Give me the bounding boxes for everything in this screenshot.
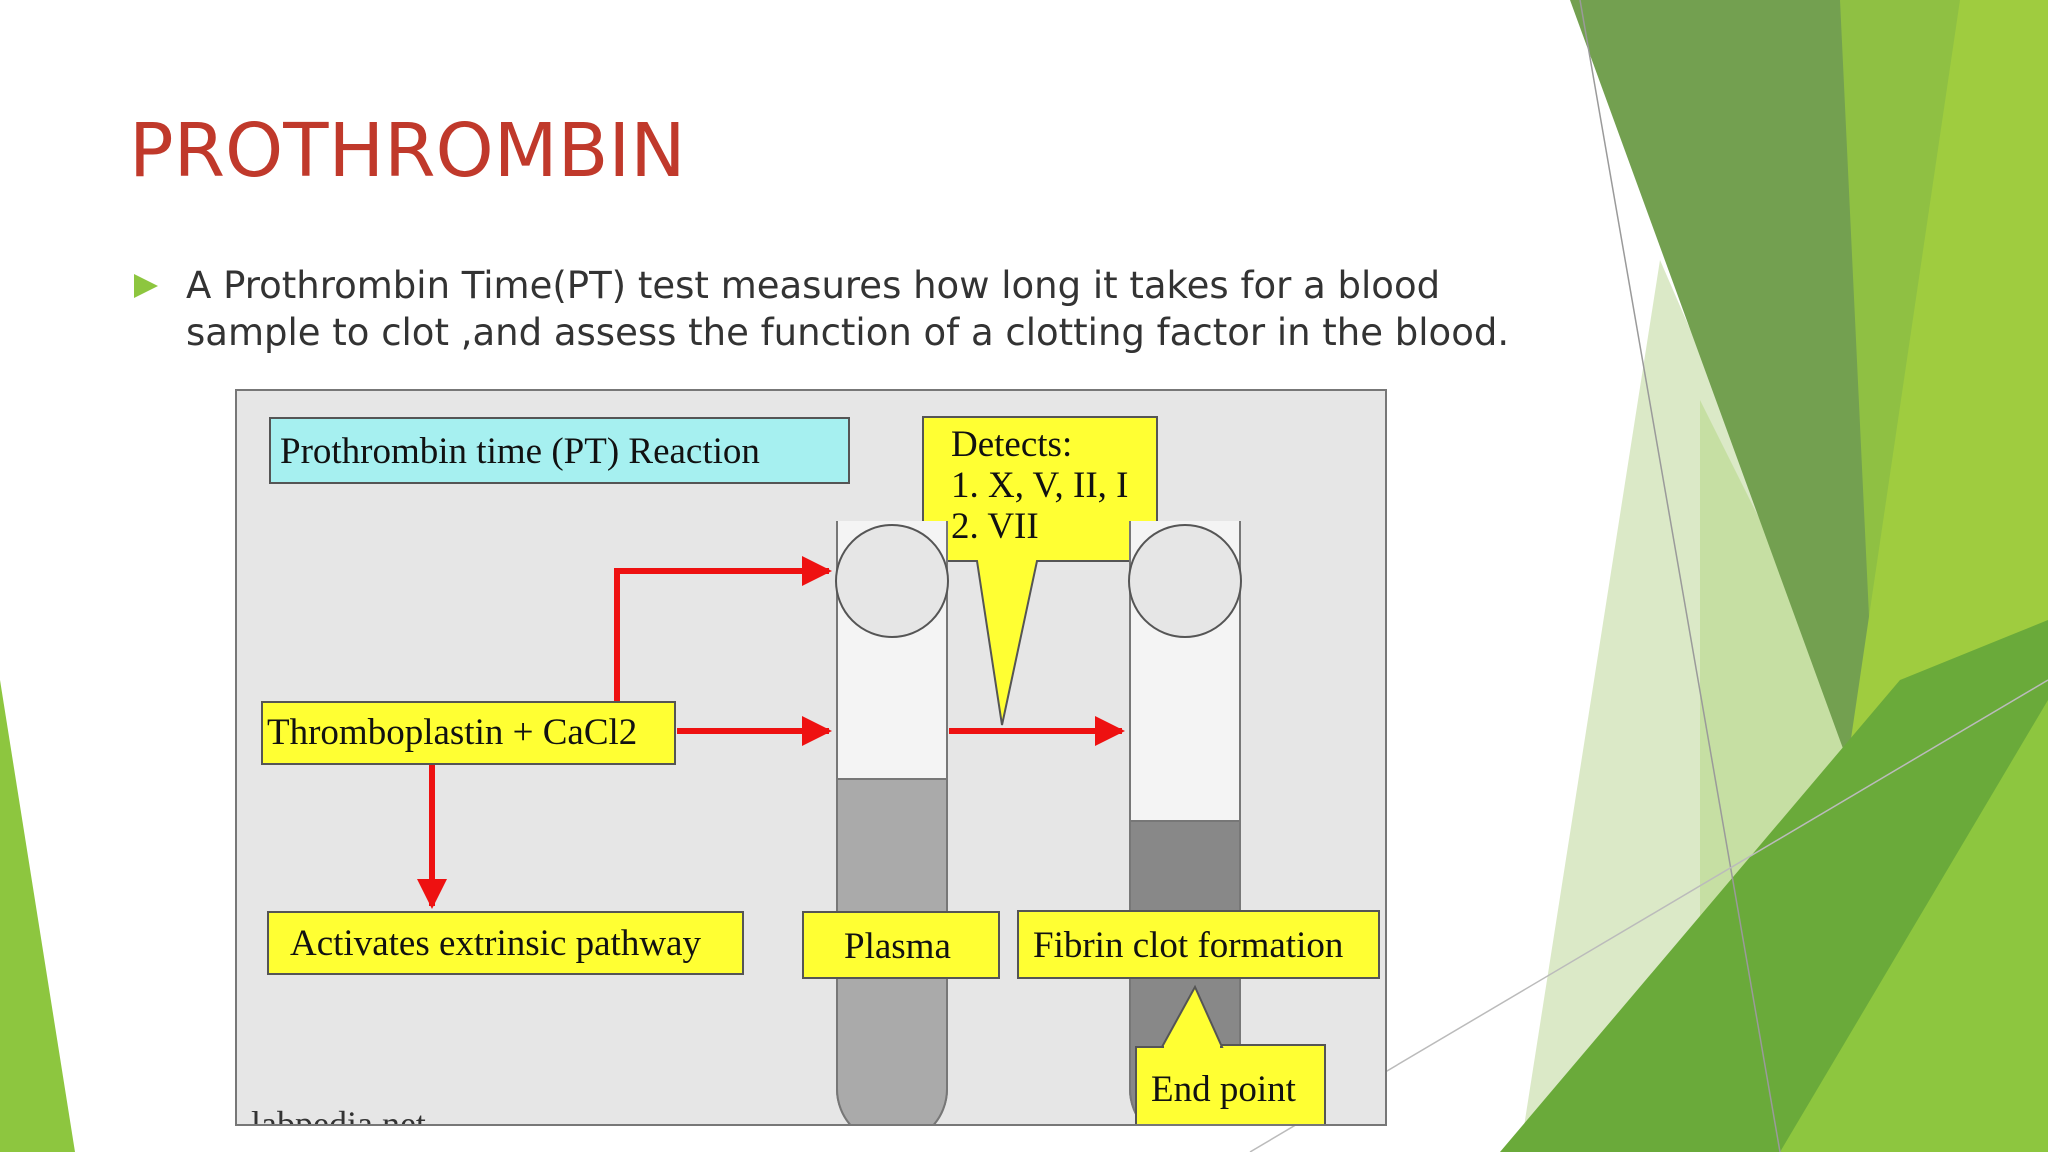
fibrin-box-label: Fibrin clot formation bbox=[1033, 925, 1343, 966]
right-shape-dark bbox=[1570, 0, 1880, 850]
endpoint-label: End point bbox=[1151, 1069, 1297, 1110]
activates-box bbox=[267, 911, 744, 975]
title-box bbox=[269, 417, 850, 484]
pt-reaction-diagram: Prothrombin time (PT) Reaction Detects: … bbox=[235, 389, 1387, 1126]
right-shape-lime bbox=[1780, 700, 2048, 1152]
left-green-shape bbox=[0, 680, 75, 1152]
detects-line-1: Detects: bbox=[951, 424, 1072, 465]
bullet-triangle-icon bbox=[134, 274, 158, 298]
reagent-box-label: Thromboplastin + CaCl2 bbox=[267, 712, 637, 753]
detects-line-3: 2. VII bbox=[951, 506, 1039, 547]
bullet-text: A Prothrombin Time(PT) test measures how… bbox=[186, 264, 1510, 354]
diagram-canvas: Prothrombin time (PT) Reaction Detects: … bbox=[251, 416, 1380, 1126]
arrow-up-to-tube bbox=[614, 556, 832, 703]
fibrin-box bbox=[1017, 910, 1380, 979]
right-shape-light bbox=[1520, 260, 1860, 1152]
detects-line-2: 1. X, V, II, I bbox=[951, 465, 1128, 506]
reagent-box bbox=[261, 701, 676, 765]
plasma-box-label: Plasma bbox=[844, 926, 951, 967]
watermark: labpedia.net bbox=[251, 1104, 426, 1126]
test-tube-plasma bbox=[835, 521, 949, 1124]
thin-line-1 bbox=[1579, 0, 1781, 1152]
title-box-label: Prothrombin time (PT) Reaction bbox=[280, 431, 760, 472]
activates-box-label: Activates extrinsic pathway bbox=[290, 923, 701, 964]
slide-title: PROTHROMBIN bbox=[129, 108, 686, 194]
plasma-box bbox=[802, 911, 1000, 979]
